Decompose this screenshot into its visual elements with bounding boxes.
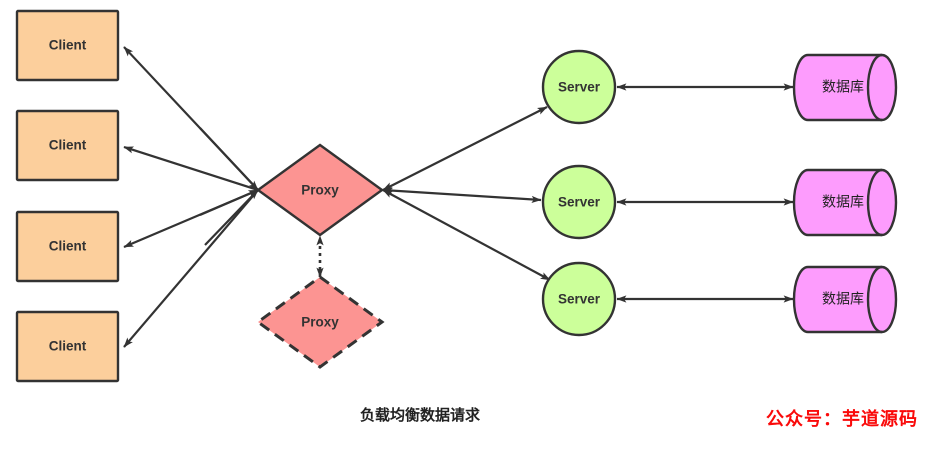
proxy-primary-diamond[interactable] bbox=[255, 143, 385, 237]
edge-client-3-to-proxy-head bbox=[199, 188, 259, 217]
client-node-1[interactable]: Client bbox=[15, 9, 120, 82]
client-node-4[interactable]: Client bbox=[15, 310, 120, 383]
server-circle-2[interactable] bbox=[541, 164, 617, 240]
database-node-3[interactable]: 数据库 bbox=[792, 265, 898, 334]
edge-client-1-to-proxy-head bbox=[199, 127, 259, 191]
server-node-1[interactable]: Server bbox=[541, 49, 617, 125]
server-node-2[interactable]: Server bbox=[541, 164, 617, 240]
edge-proxy-to-client-2 bbox=[123, 145, 259, 192]
edge-group-proxy-to-server bbox=[382, 106, 551, 281]
database-cylinder-body-1[interactable] bbox=[792, 53, 898, 122]
client-node-2[interactable]: Client bbox=[15, 109, 120, 182]
database-node-1[interactable]: 数据库 bbox=[792, 53, 898, 122]
client-node-3[interactable]: Client bbox=[15, 210, 120, 283]
database-cylinder-body-3[interactable] bbox=[792, 265, 898, 334]
proxy-primary-node[interactable]: Proxy bbox=[255, 143, 385, 237]
proxy-backup-node[interactable]: Proxy bbox=[255, 275, 385, 369]
proxy-backup-diamond[interactable] bbox=[255, 275, 385, 369]
database-cylinder-cap-3 bbox=[866, 265, 883, 334]
watermark-label: 公众号：芋道源码 bbox=[766, 409, 918, 429]
database-cylinder-cap-2 bbox=[866, 168, 883, 237]
database-cylinder-cap-1 bbox=[866, 53, 883, 122]
server-node-3[interactable]: Server bbox=[541, 261, 617, 337]
database-node-2[interactable]: 数据库 bbox=[792, 168, 898, 237]
edge-client-4-to-proxy-head bbox=[204, 189, 259, 246]
edge-proxy-to-server-2 bbox=[382, 187, 542, 203]
client-box-1[interactable] bbox=[15, 9, 120, 82]
client-box-4[interactable] bbox=[15, 310, 120, 383]
edge-group-client-to-proxy bbox=[123, 46, 259, 348]
server-circle-1[interactable] bbox=[541, 49, 617, 125]
client-box-2[interactable] bbox=[15, 109, 120, 182]
edge-group-server-to-database bbox=[616, 83, 794, 303]
edge-proxy-to-server-1 bbox=[382, 106, 548, 191]
client-box-3[interactable] bbox=[15, 210, 120, 283]
database-cylinder-body-2[interactable] bbox=[792, 168, 898, 237]
edge-proxy-to-server-3 bbox=[382, 189, 551, 281]
edge-proxy-to-client-4 bbox=[123, 189, 259, 348]
diagram-caption: 负载均衡数据请求 bbox=[360, 407, 481, 424]
server-circle-3[interactable] bbox=[541, 261, 617, 337]
